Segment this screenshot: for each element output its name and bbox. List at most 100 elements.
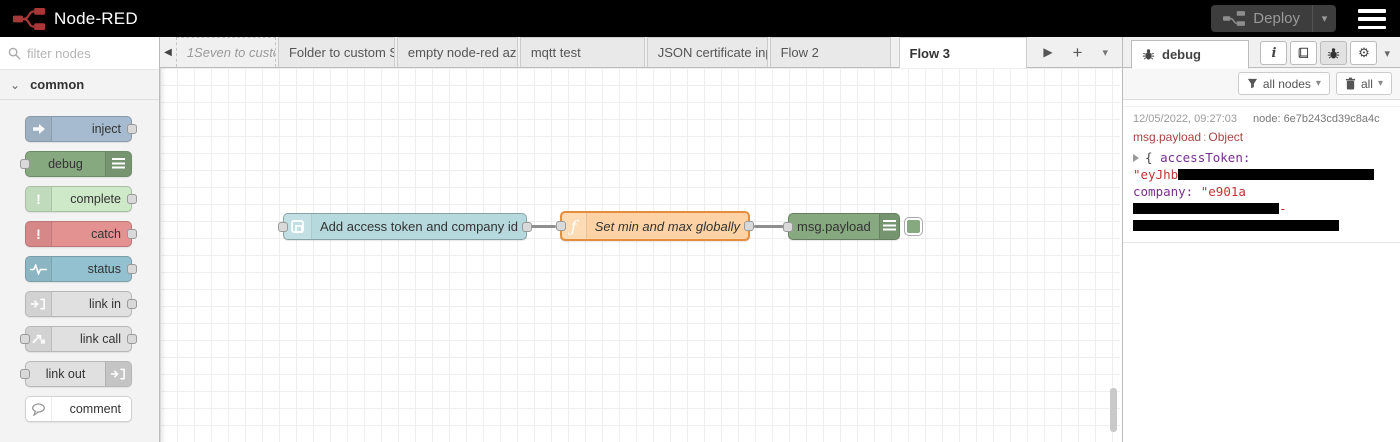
input-port[interactable] (556, 221, 566, 231)
app-logo: Node-RED (12, 7, 138, 31)
tab-label: Flow 2 (780, 45, 819, 60)
output-port[interactable] (127, 264, 137, 274)
palette-node-link-call[interactable]: link call (20, 326, 137, 352)
tab-label: Folder to custom S (288, 45, 395, 60)
input-port[interactable] (20, 369, 30, 379)
palette-node-comment[interactable]: comment (25, 396, 132, 422)
debug-panel-button[interactable] (1320, 41, 1348, 65)
debug-filter-button[interactable]: all nodes ▾ (1237, 72, 1330, 95)
tab-scroll-left-button[interactable]: ◀ (160, 37, 176, 67)
palette-category-common[interactable]: ⌄ common (0, 70, 159, 100)
tab-flow-folder[interactable]: Folder to custom S (277, 37, 395, 67)
json-key: company: (1133, 184, 1194, 199)
property-type: Object (1208, 130, 1244, 144)
deploy-label: Deploy (1253, 10, 1300, 27)
node-label: Add access token and company id (319, 219, 518, 234)
palette-node-status[interactable]: status (25, 256, 137, 282)
debug-enable-toggle[interactable] (904, 217, 923, 236)
inject-arrow-icon (26, 117, 52, 141)
input-port[interactable] (20, 159, 30, 169)
tab-flow-json-cert[interactable]: JSON certificate inp (646, 37, 768, 67)
info-panel-button[interactable]: i (1260, 41, 1288, 65)
tab-flow-3[interactable]: Flow 3 (898, 37, 1028, 68)
palette-node-label: comment (69, 402, 121, 416)
tab-debug-panel[interactable]: debug (1131, 40, 1249, 69)
gear-icon: ⚙ (1358, 45, 1370, 60)
palette-node-label: inject (91, 122, 121, 136)
wire[interactable] (531, 225, 556, 228)
property-path: msg.payload (1133, 130, 1202, 144)
exclamation-icon: ! (26, 187, 52, 211)
template-square-icon (284, 214, 312, 239)
help-panel-button[interactable] (1290, 41, 1318, 65)
debug-source-node-id[interactable]: node: 6e7b243cd39c8a4c (1252, 113, 1380, 125)
node-label: msg.payload (797, 219, 871, 234)
filter-nodes-input[interactable] (27, 45, 147, 61)
output-port[interactable] (522, 221, 532, 232)
output-port[interactable] (127, 334, 137, 344)
tab-flow-mqtt-test[interactable]: mqtt test (519, 37, 645, 67)
hamburger-icon (1358, 9, 1386, 13)
wire[interactable] (754, 225, 784, 228)
panel-options-button[interactable]: ▾ (1384, 47, 1390, 60)
expand-caret-icon[interactable] (1133, 154, 1139, 162)
tab-flow-1seven[interactable]: 1Seven to custo (175, 37, 276, 67)
deploy-button[interactable]: Deploy (1211, 10, 1312, 27)
header-bar: Node-RED Deploy ▾ (0, 0, 1400, 37)
palette-node-complete[interactable]: ! complete (25, 186, 137, 212)
input-port[interactable] (783, 221, 793, 232)
node-red-logo-icon (12, 7, 46, 31)
tab-label: empty node-red azu (407, 45, 518, 60)
output-port[interactable] (744, 221, 754, 231)
deploy-icon (1223, 11, 1246, 26)
debug-message-body: { accessToken: "eyJhb company: "e901a- (1133, 149, 1390, 234)
filter-label: all nodes (1262, 76, 1311, 91)
sidebar-panel-buttons: i ⚙ ▾ (1260, 41, 1394, 65)
output-port[interactable] (127, 299, 137, 309)
canvas-vertical-scrollbar[interactable] (1110, 388, 1117, 432)
palette-node-catch[interactable]: ! catch (25, 221, 137, 247)
palette-node-label: catch (91, 227, 121, 241)
palette-sidebar: ⌄ common inject debug ! complete (0, 37, 160, 442)
output-port[interactable] (127, 124, 137, 134)
clear-label: all (1360, 76, 1373, 91)
main-menu-button[interactable] (1358, 9, 1386, 29)
node-add-access-token[interactable]: Add access token and company id (278, 213, 532, 240)
redaction-bar (1133, 203, 1279, 214)
trash-icon (1345, 77, 1356, 90)
palette-node-label: link out (45, 367, 86, 381)
input-port[interactable] (278, 221, 288, 232)
link-icon (105, 362, 131, 386)
debug-toolbar: all nodes ▾ all ▾ (1123, 68, 1400, 100)
node-msg-payload-debug[interactable]: msg.payload (783, 213, 900, 240)
bug-icon (1142, 48, 1155, 61)
add-flow-button[interactable]: + (1072, 42, 1083, 62)
debug-sidebar: debug i ⚙ ▾ (1122, 37, 1400, 442)
sidebar-header: debug i ⚙ ▾ (1123, 37, 1400, 69)
search-icon (8, 47, 21, 60)
chevron-down-icon: ⌄ (10, 77, 21, 92)
tab-scroll-right-button[interactable]: ▶ (1043, 45, 1053, 59)
debug-timestamp: 12/05/2022, 09:27:03 (1133, 113, 1237, 125)
output-port[interactable] (127, 229, 137, 239)
tab-flow-2[interactable]: Flow 2 (769, 37, 891, 67)
tab-label: mqtt test (530, 45, 581, 60)
palette-node-link-out[interactable]: link out (20, 361, 132, 387)
flow-list-button[interactable]: ▾ (1102, 46, 1109, 59)
node-set-min-max-function[interactable]: ƒ Set min and max globally (556, 211, 754, 241)
palette-node-label: debug (48, 157, 83, 171)
config-panel-button[interactable]: ⚙ (1350, 41, 1378, 65)
tab-flow-empty-azure[interactable]: empty node-red azu (396, 37, 518, 67)
palette-node-link-in[interactable]: link in (25, 291, 137, 317)
debug-message-property: msg.payload:Object (1133, 130, 1244, 144)
output-port[interactable] (127, 194, 137, 204)
input-port[interactable] (20, 334, 30, 344)
deploy-options-button[interactable]: ▾ (1312, 5, 1336, 32)
debug-message-meta: 12/05/2022, 09:27:03 node: 6e7b243cd39c8… (1133, 113, 1390, 125)
json-key: accessToken: (1160, 150, 1251, 165)
palette-node-inject[interactable]: inject (25, 116, 137, 142)
debug-clear-button[interactable]: all ▾ (1335, 72, 1392, 95)
palette-node-debug[interactable]: debug (20, 151, 132, 177)
flow-canvas[interactable]: Add access token and company id ƒ Set mi… (160, 68, 1120, 442)
